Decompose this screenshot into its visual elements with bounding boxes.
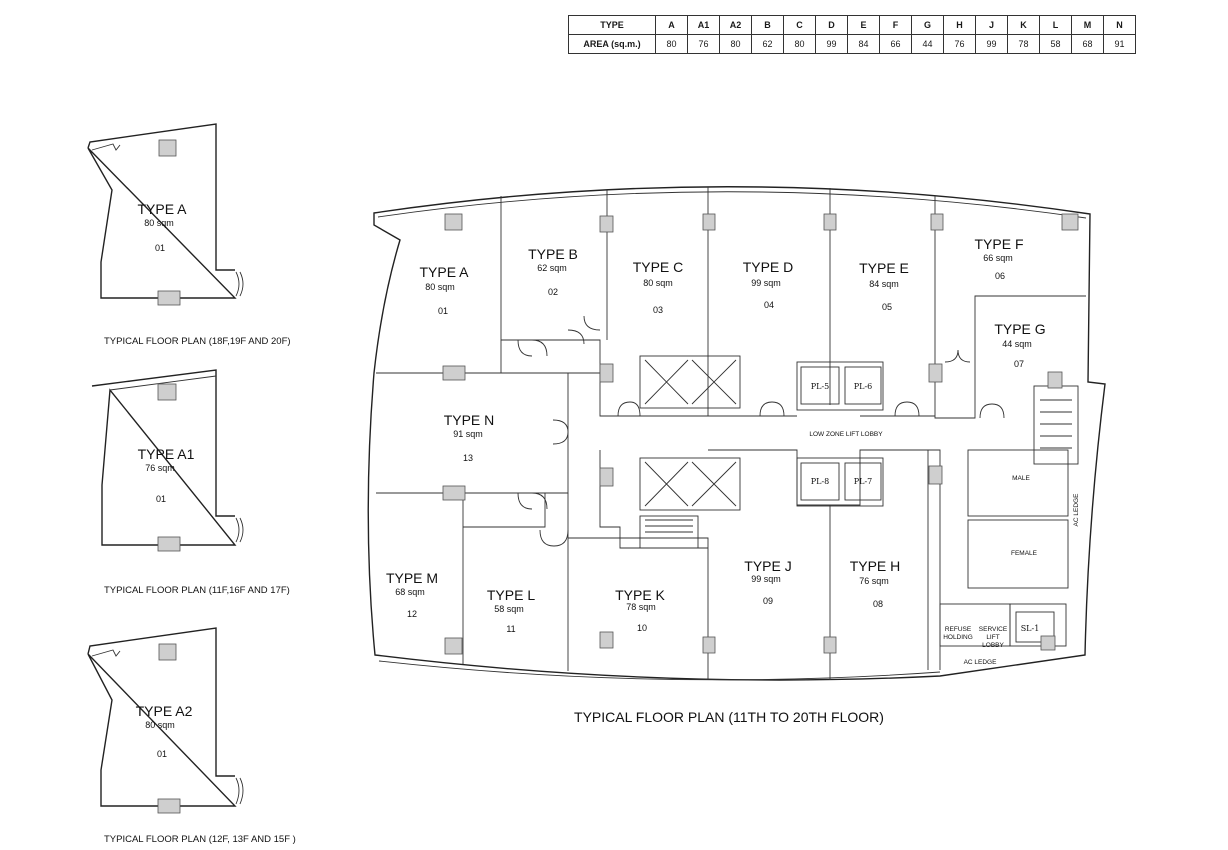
lift-label: PL-8 [811, 477, 830, 486]
side-plan-area: 76 sqm [145, 463, 175, 473]
unit-area: 76 sqm [859, 576, 889, 586]
unit-number: 12 [407, 609, 417, 619]
unit-type-label: TYPE H [850, 558, 901, 574]
unit-type-label: TYPE A [419, 264, 469, 280]
side-plan-caption: TYPICAL FLOOR PLAN (11F,16F AND 17F) [104, 585, 290, 596]
lift-label: PL-6 [854, 382, 873, 391]
side-plan-type-label: TYPE A [137, 201, 187, 217]
unit-type-f: TYPE F 66 sqm 06 [974, 236, 1023, 281]
side-plan-unit: 01 [157, 749, 167, 759]
unit-number: 01 [438, 306, 448, 316]
unit-type-label: TYPE F [974, 236, 1023, 252]
main-floor-plan: TYPE A 80 sqm 01 TYPE B 62 sqm 02 TYPE C… [367, 186, 1106, 725]
unit-area: 78 sqm [626, 602, 656, 612]
unit-type-b: TYPE B 62 sqm 02 [528, 246, 578, 297]
unit-area: 66 sqm [983, 253, 1013, 263]
unit-number: 13 [463, 453, 473, 463]
unit-number: 04 [764, 300, 774, 310]
refuse-holding-label: REFUSE [945, 626, 972, 633]
side-plan-type-label: TYPE A2 [136, 703, 193, 719]
unit-type-label: TYPE G [994, 321, 1045, 337]
unit-area: 44 sqm [1002, 339, 1032, 349]
unit-area-table: TYPE A A1 A2 B C D E F G H J K L M N ARE… [568, 15, 1136, 54]
unit-type-e: TYPE E 84 sqm 05 [859, 260, 909, 312]
unit-type-label: TYPE M [386, 570, 438, 586]
lift-label: PL-5 [811, 382, 830, 391]
table-cell: 78 [1007, 34, 1040, 54]
unit-number: 08 [873, 599, 883, 609]
side-plan-type-label: TYPE A1 [138, 446, 195, 462]
unit-type-d: TYPE D 99 sqm 04 [743, 259, 794, 310]
unit-number: 06 [995, 271, 1005, 281]
ac-ledge-label: AC LEDGE [964, 659, 998, 666]
main-plan-title: TYPICAL FLOOR PLAN (11TH TO 20TH FLOOR) [574, 709, 884, 725]
unit-type-label: TYPE L [487, 587, 535, 603]
service-lift-lobby-label: SERVICE [979, 626, 1008, 633]
unit-area: 62 sqm [537, 263, 567, 273]
unit-area: 99 sqm [751, 574, 781, 584]
lobby-label: LOW ZONE LIFT LOBBY [809, 431, 883, 438]
service-lift-lobby-label: LIFT [986, 634, 999, 641]
unit-type-label: TYPE N [444, 412, 495, 428]
unit-type-label: TYPE D [743, 259, 794, 275]
table-cell: 58 [1039, 34, 1072, 54]
lift-label: PL-7 [854, 477, 873, 486]
unit-number: 02 [548, 287, 558, 297]
lift-label: SL-1 [1021, 624, 1040, 633]
unit-type-label: TYPE J [744, 558, 791, 574]
table-cell: 80 [783, 34, 816, 54]
table-row-area: AREA (sq.m.) 80 76 80 62 80 99 84 66 44 … [568, 34, 1136, 54]
female-toilet-label: FEMALE [1011, 550, 1038, 557]
unit-type-label: TYPE K [615, 587, 665, 603]
male-toilet-label: MALE [1012, 475, 1030, 482]
unit-type-h: TYPE H 76 sqm 08 [850, 558, 901, 609]
unit-type-label: TYPE C [633, 259, 684, 275]
side-plan-caption: TYPICAL FLOOR PLAN (12F, 13F AND 15F ) [104, 834, 296, 845]
unit-area: 84 sqm [869, 279, 899, 289]
unit-type-j: TYPE J 99 sqm 09 [744, 558, 791, 606]
side-plan-unit: 01 [155, 243, 165, 253]
unit-type-m: TYPE M 68 sqm 12 [386, 570, 438, 619]
side-plan-type-a1: TYPE A1 76 sqm 01 TYPICAL FLOOR PLAN (11… [91, 369, 290, 596]
unit-number: 09 [763, 596, 773, 606]
unit-type-label: TYPE E [859, 260, 909, 276]
side-plan-area: 80 sqm [145, 720, 175, 730]
unit-type-l: TYPE L 58 sqm 11 [487, 587, 535, 634]
side-plan-unit: 01 [156, 494, 166, 504]
unit-number: 03 [653, 305, 663, 315]
unit-type-label: TYPE B [528, 246, 578, 262]
unit-area: 80 sqm [425, 282, 455, 292]
ac-ledge-label: AC LEDGE [1073, 493, 1080, 527]
side-plan-caption: TYPICAL FLOOR PLAN (18F,19F AND 20F) [104, 336, 291, 347]
table-row-type: TYPE A A1 A2 B C D E F G H J K L M N [568, 15, 1136, 35]
unit-type-c: TYPE C 80 sqm 03 [633, 259, 684, 315]
unit-type-g: TYPE G 44 sqm 07 [994, 321, 1045, 369]
side-plan-type-a: TYPE A 80 sqm 01 TYPICAL FLOOR PLAN (18F… [87, 123, 291, 347]
service-lift-lobby-label: LOBBY [982, 642, 1004, 649]
refuse-holding-label: HOLDING [943, 634, 973, 641]
unit-type-k: TYPE K 78 sqm 10 [615, 587, 665, 633]
table-cell: 91 [1103, 34, 1136, 54]
unit-area: 99 sqm [751, 278, 781, 288]
unit-number: 05 [882, 302, 892, 312]
unit-area: 91 sqm [453, 429, 483, 439]
unit-type-n: TYPE N 91 sqm 13 [444, 412, 495, 463]
unit-area: 80 sqm [643, 278, 673, 288]
unit-type-a: TYPE A 80 sqm 01 [419, 264, 469, 316]
unit-number: 07 [1014, 359, 1024, 369]
side-plan-type-a2: TYPE A2 80 sqm 01 TYPICAL FLOOR PLAN (12… [87, 627, 296, 845]
table-cell: 66 [879, 34, 912, 54]
unit-number: 11 [506, 624, 515, 634]
unit-area: 58 sqm [494, 604, 524, 614]
unit-number: 10 [637, 623, 647, 633]
building-outline [367, 186, 1106, 681]
side-plan-area: 80 sqm [144, 218, 174, 228]
unit-area: 68 sqm [395, 587, 425, 597]
